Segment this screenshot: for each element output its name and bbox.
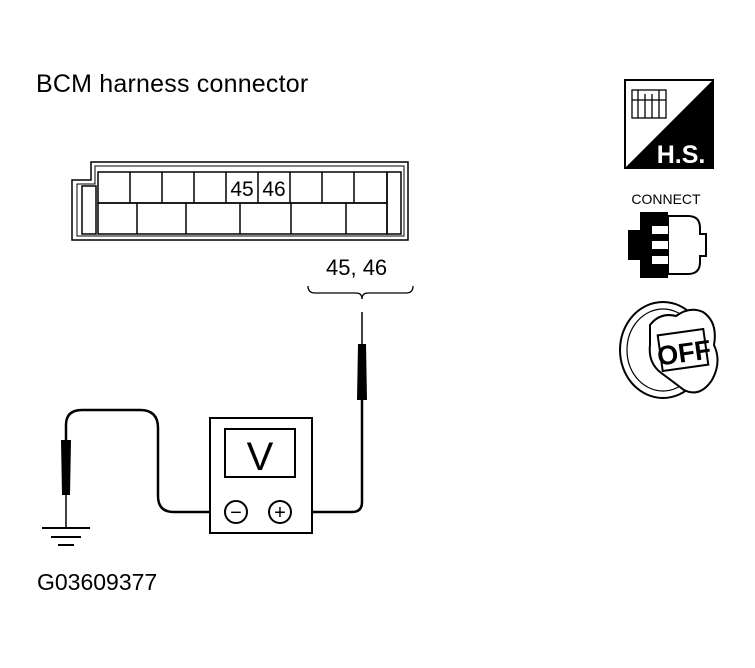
harness-side-icon: H.S. <box>624 79 714 169</box>
hs-icon-label: H.S. <box>657 141 706 169</box>
positive-terminal <box>268 500 292 524</box>
positive-terminal-sign: + <box>274 502 286 524</box>
connect-icon-label: CONNECT <box>631 191 701 207</box>
bcm-harness-connector <box>71 161 409 241</box>
ignition-off-icon: OFF <box>619 301 719 399</box>
probe-pin-label: 45, 46 <box>326 255 388 280</box>
pin-45-label: 45 <box>230 178 253 201</box>
negative-terminal-sign: − <box>230 502 242 524</box>
pin-46-label: 46 <box>262 178 285 201</box>
ground-symbol <box>42 527 90 546</box>
positive-probe <box>296 312 367 514</box>
connect-icon: CONNECT <box>628 191 707 278</box>
ground-probe <box>61 408 222 528</box>
negative-terminal <box>224 500 248 524</box>
pin-bracket <box>307 285 414 300</box>
off-icon-label: OFF <box>655 334 713 371</box>
voltmeter: V − + <box>209 417 313 534</box>
diagram-title: BCM harness connector <box>36 70 309 98</box>
figure-code: G03609377 <box>37 569 158 595</box>
voltmeter-display: V <box>247 435 274 479</box>
